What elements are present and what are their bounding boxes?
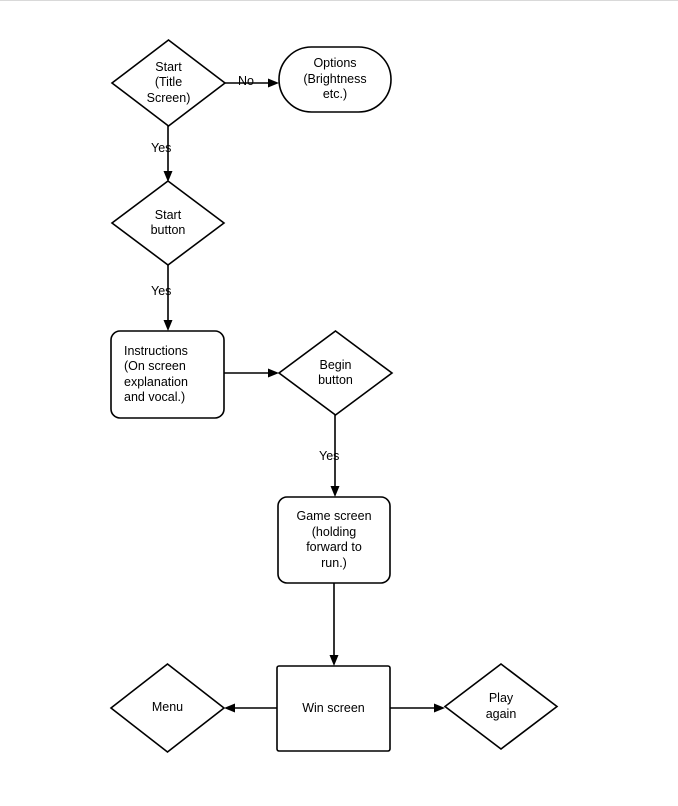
node-win-screen[interactable]: [276, 665, 391, 752]
edge-label-no: No: [238, 74, 254, 88]
edge-win-screen-to-menu: [224, 703, 277, 713]
node-game-screen[interactable]: [277, 496, 391, 584]
node-begin-button[interactable]: [277, 330, 394, 416]
node-start[interactable]: [110, 38, 227, 128]
edge-game-screen-to-win-screen: [329, 583, 339, 666]
edge-label-yes-start: Yes: [151, 141, 172, 155]
node-options[interactable]: [278, 46, 392, 113]
top-edge-rule: [0, 0, 678, 1]
edge-label-yes-start-button: Yes: [151, 284, 172, 298]
edge-start-button-to-instructions: [163, 265, 173, 331]
edge-instructions-to-begin-button: [224, 368, 279, 378]
edge-start-to-options: [225, 78, 279, 88]
node-menu[interactable]: [109, 662, 226, 754]
edge-start-to-start-button: [163, 126, 173, 182]
edge-win-screen-to-play-again: [390, 703, 445, 713]
node-start-button[interactable]: [110, 180, 226, 266]
edge-label-yes-begin-button: Yes: [319, 449, 340, 463]
edge-begin-button-to-game-screen: [330, 415, 340, 497]
node-instructions[interactable]: [110, 330, 225, 419]
node-play-again[interactable]: [443, 662, 559, 751]
